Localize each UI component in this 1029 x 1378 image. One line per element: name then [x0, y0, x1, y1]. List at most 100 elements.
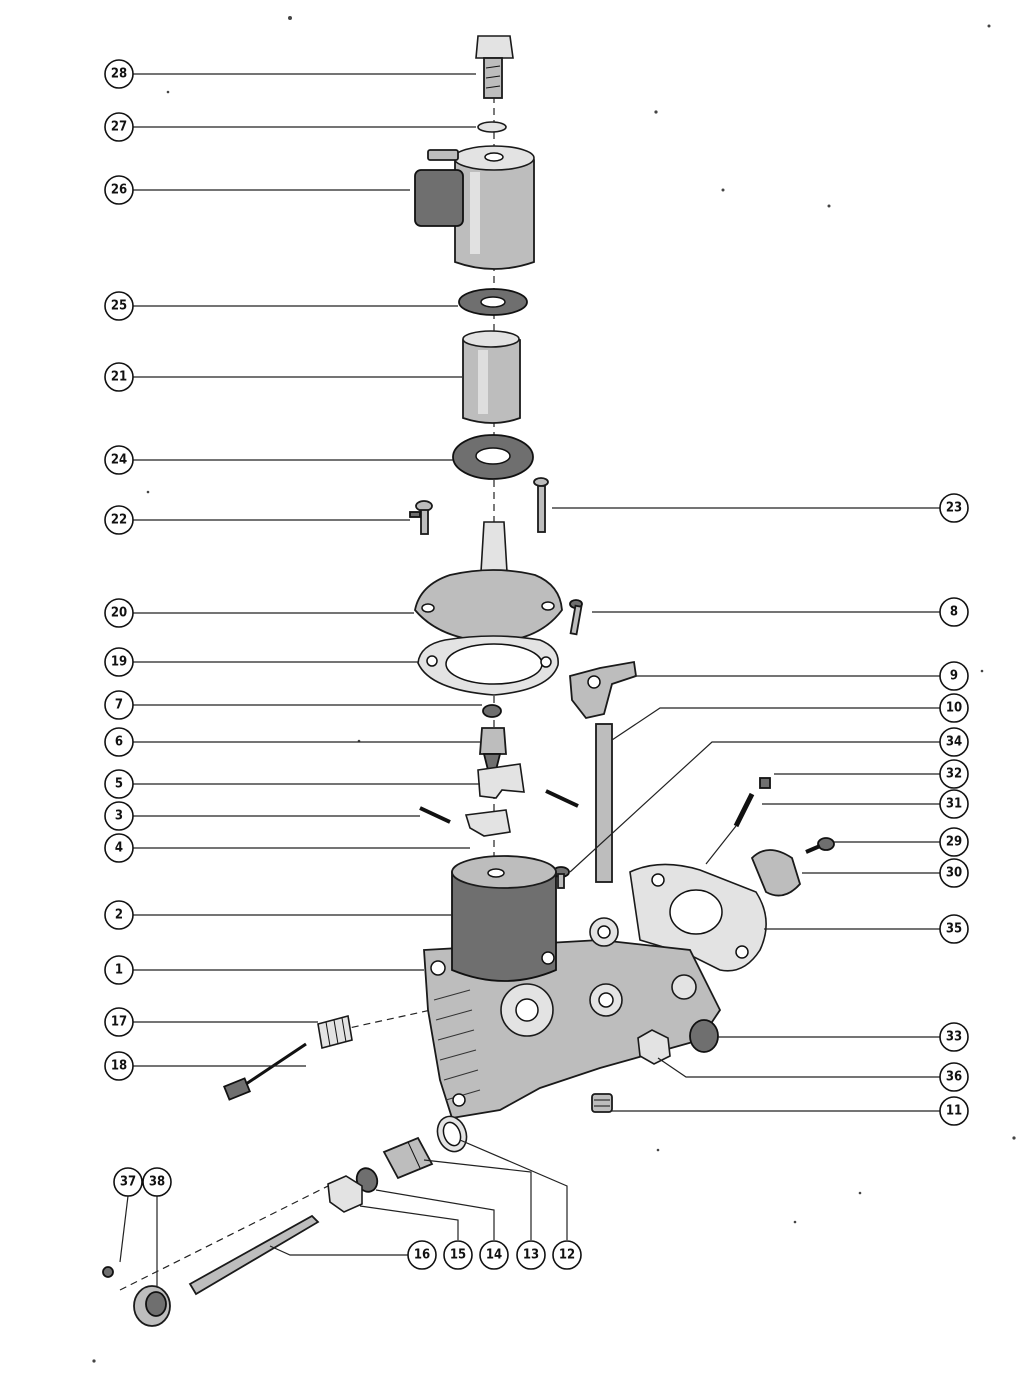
callout: 12: [552, 1240, 582, 1270]
callout-label: 8: [950, 605, 958, 620]
callout-label: 20: [111, 606, 127, 621]
callout-label: 36: [946, 1070, 962, 1085]
screw-part: [409, 500, 433, 535]
callout: 22: [104, 505, 134, 535]
callout-label: 9: [950, 669, 958, 684]
spring-axis: [339, 1007, 441, 1031]
callout-label: 1: [115, 963, 123, 978]
callout-label: 23: [946, 501, 962, 516]
piston-part: [462, 330, 521, 424]
callout-label: 33: [946, 1030, 962, 1045]
callout-label: 14: [486, 1248, 502, 1263]
callout-label: 6: [115, 735, 123, 750]
gasket-part: [417, 635, 559, 696]
callout-label: 38: [149, 1175, 165, 1190]
callout-label: 17: [111, 1015, 127, 1030]
callout: 21: [104, 362, 134, 392]
callout-label: 30: [946, 866, 962, 881]
callout: 17: [104, 1007, 134, 1037]
callout: 35: [939, 914, 969, 944]
screw-part: [805, 837, 835, 854]
spring-part: [317, 1015, 353, 1049]
jet-part: [188, 1214, 320, 1296]
callout-label: 7: [115, 698, 123, 713]
callout: 1: [104, 955, 134, 985]
callout-label: 5: [115, 777, 123, 792]
gasket-part: [458, 288, 528, 316]
screw-part: [569, 599, 583, 636]
callout-label: 27: [111, 120, 127, 135]
fitting-part: [591, 1093, 613, 1113]
carburetor-body-part: [423, 855, 767, 1120]
callout: 11: [939, 1096, 969, 1126]
callout-label: 11: [946, 1104, 962, 1119]
callout: 38: [142, 1167, 172, 1197]
bolt-part: [475, 35, 514, 99]
callout: 7: [104, 690, 134, 720]
callout-label: 32: [946, 767, 962, 782]
pivot-pin-part: [419, 806, 451, 824]
callout: 5: [104, 769, 134, 799]
callout-label: 28: [111, 67, 127, 82]
callout: 19: [104, 647, 134, 677]
clip-part: [750, 849, 802, 897]
leader-lines: [119, 73, 940, 1286]
callout-label: 15: [450, 1248, 466, 1263]
callout: 27: [104, 112, 134, 142]
callout-label: 22: [111, 513, 127, 528]
callout-label: 13: [523, 1248, 539, 1263]
hinge-bracket-part: [464, 809, 511, 837]
nut-part: [759, 777, 771, 789]
callout-label: 24: [111, 453, 127, 468]
needle-valve-part: [479, 727, 507, 784]
callout-label: 26: [111, 183, 127, 198]
callout: 6: [104, 727, 134, 757]
float-lever-part: [477, 763, 525, 799]
callout-label: 21: [111, 370, 127, 385]
nut-part: [327, 1175, 363, 1213]
washer-part: [477, 121, 507, 133]
callout: 18: [104, 1051, 134, 1081]
diaphragm-part: [452, 434, 534, 480]
callout: 29: [939, 827, 969, 857]
callout-label: 34: [946, 735, 962, 750]
callout-label: 4: [115, 841, 123, 856]
callout-label: 19: [111, 655, 127, 670]
callout: 30: [939, 858, 969, 888]
callout: 15: [443, 1240, 473, 1270]
callout: 26: [104, 175, 134, 205]
callout-label: 37: [120, 1175, 136, 1190]
callout-label: 29: [946, 835, 962, 850]
callout-label: 16: [414, 1248, 430, 1263]
callout-label: 31: [946, 797, 962, 812]
callout-label: 35: [946, 922, 962, 937]
spindle-part: [595, 723, 613, 883]
callout: 33: [939, 1022, 969, 1052]
washer-part: [482, 704, 502, 718]
adjusting-screw-part: [223, 1042, 307, 1101]
pivot-pin-part: [545, 789, 579, 808]
top-cover-part: [414, 521, 563, 643]
callout: 20: [104, 598, 134, 628]
callout-label: 2: [115, 908, 123, 923]
scan-specks: [92, 16, 1016, 1363]
callout: 13: [516, 1240, 546, 1270]
callout: 14: [479, 1240, 509, 1270]
cap-nut-part: [133, 1285, 171, 1327]
plug-part: [689, 1019, 719, 1053]
callout: 4: [104, 833, 134, 863]
callout-label: 10: [946, 701, 962, 716]
lever-part: [569, 660, 637, 720]
callout: 9: [939, 661, 969, 691]
jet-bearing-part: [382, 1136, 434, 1180]
callout: 23: [939, 493, 969, 523]
callout: 10: [939, 693, 969, 723]
callout: 25: [104, 291, 134, 321]
callout-label: 18: [111, 1059, 127, 1074]
callout: 8: [939, 597, 969, 627]
ring-part: [102, 1266, 114, 1278]
callout: 16: [407, 1240, 437, 1270]
callout: 24: [104, 445, 134, 475]
callout-label: 25: [111, 299, 127, 314]
